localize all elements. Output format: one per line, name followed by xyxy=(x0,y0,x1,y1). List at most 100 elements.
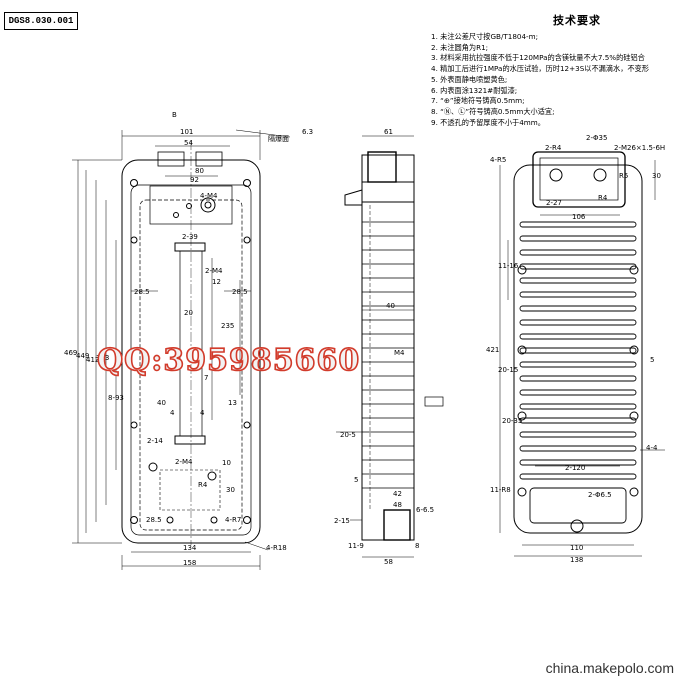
dim-28-5-bottom: 28.5 xyxy=(146,516,162,524)
rear-top-inner xyxy=(539,157,619,201)
dim-110: 110 xyxy=(570,544,583,552)
rear-top-box xyxy=(532,151,626,208)
dim-412: 412 xyxy=(86,356,99,364)
roughness-value: 6.3 xyxy=(302,128,313,136)
dim-2-r4: 2-R4 xyxy=(545,144,562,152)
dim-449: 449 xyxy=(76,352,89,360)
dim-side-m4: M4 xyxy=(394,349,405,357)
side-top-boss xyxy=(367,151,397,183)
dim-4-4: 4-4 xyxy=(646,444,658,452)
dim-54: 54 xyxy=(184,139,193,147)
section-mark: B xyxy=(172,111,177,119)
dim-m26: 2-M26×1.5-6H xyxy=(614,144,665,152)
side-view xyxy=(336,135,444,558)
side-lug xyxy=(344,189,363,206)
qq-watermark: QQ:395985660 xyxy=(96,342,361,379)
dim-20: 20 xyxy=(184,309,193,317)
terminal-screw xyxy=(173,212,179,218)
mounting-holes xyxy=(130,179,251,524)
dim-8-93: 8-93 xyxy=(108,394,124,402)
rear-dimension-lines xyxy=(499,160,665,557)
terminal-hole xyxy=(200,197,216,213)
side-dimension-lines xyxy=(336,135,414,558)
dim-101: 101 xyxy=(180,128,193,136)
dim-11-16: 11-16 xyxy=(498,262,519,270)
rear-bottom-frame xyxy=(529,487,627,524)
requirement-item: 9. 不透孔的予留厚度不小于4mm。 xyxy=(431,117,545,127)
rear-bolt-holes xyxy=(517,265,639,497)
dim-421: 421 xyxy=(486,346,499,354)
dim-2-120: 2-120 xyxy=(565,464,585,472)
dim-30-rear: 30 xyxy=(652,172,661,180)
dim-13: 13 xyxy=(228,399,237,407)
dim-92: 92 xyxy=(190,176,199,184)
dim-158: 158 xyxy=(183,559,196,567)
dim-7: 7 xyxy=(204,374,208,382)
dim-4-m4: 4-M4 xyxy=(200,192,218,200)
dim-4b: 4 xyxy=(200,409,205,417)
dim-20-15: 20-15 xyxy=(498,366,518,374)
dim-4-r5: 4-R5 xyxy=(490,156,506,164)
dim-469: 469 xyxy=(64,349,77,357)
dim-4-r18: 4-R18 xyxy=(266,544,287,552)
side-bottom-boss xyxy=(383,509,411,541)
tech-requirements-list: 1. 未注公差尺寸按GB/T1804-m; 2. 未注圆角为R1; 3. 材料采… xyxy=(431,32,680,128)
requirement-item: 6. 内表面涂1321#耐弧漆; xyxy=(431,85,518,95)
dim-42: 42 xyxy=(393,490,402,498)
explosion-surface-label: 隔爆面 xyxy=(268,134,289,143)
dim-right-28-5: 28.5 xyxy=(232,288,248,296)
requirement-item: 5. 外表面静电喷塑黄色; xyxy=(431,74,508,84)
source-watermark: china.makepolo.com xyxy=(545,660,674,676)
terminal-screw xyxy=(186,203,192,209)
requirement-item: 3. 材料采用抗拉强度不低于120MPa的含镁钛量不大7.5%的硅铝合 xyxy=(431,53,645,63)
dim-20-5: 20-5 xyxy=(340,431,356,439)
dim-4-r7: 4-R7 xyxy=(225,516,241,524)
dim-2-m4: 2-M4 xyxy=(205,267,223,275)
dim-2-27: 2-27 xyxy=(546,199,562,207)
dim-6-6-5: 6-6.5 xyxy=(416,506,434,514)
front-dimension-lines xyxy=(72,129,291,570)
requirement-item: 2. 未注圆角为R1; xyxy=(431,42,489,52)
dim-2-phi6-5: 2-Φ6.5 xyxy=(588,491,612,499)
gland-hole xyxy=(593,168,607,182)
dim-106: 106 xyxy=(572,213,586,221)
dim-side-40: 40 xyxy=(386,302,395,310)
dim-2-m4-bottom: 2-M4 xyxy=(175,458,193,466)
requirement-item: 7. “⊕”接地符号铸高0.5mm; xyxy=(431,96,525,106)
dim-2-39: 2-39 xyxy=(182,233,198,241)
rear-view xyxy=(499,151,665,557)
dim-80: 80 xyxy=(195,167,204,175)
dim-r4-rear: R4 xyxy=(598,194,608,202)
side-fins xyxy=(362,221,414,489)
dim-134: 134 xyxy=(183,544,197,552)
dim-2-phi35: 2-Φ35 xyxy=(586,134,607,142)
dim-8: 8 xyxy=(415,542,419,550)
dim-138: 138 xyxy=(570,556,583,564)
terminal-hole-inner xyxy=(204,201,212,209)
bottom-boss xyxy=(159,469,221,511)
dim-61: 61 xyxy=(384,128,393,136)
dim-5-rear: 5 xyxy=(650,356,654,364)
ground-symbol-box xyxy=(424,396,444,407)
dim-left-28-5: 28.5 xyxy=(134,288,150,296)
lower-slot xyxy=(174,435,206,445)
gland-hole xyxy=(549,168,563,182)
rear-outer-outline xyxy=(513,164,643,534)
rear-fins xyxy=(519,221,637,480)
top-boss-left xyxy=(157,151,185,167)
dim-2-14: 2-14 xyxy=(147,437,163,445)
requirement-item: 1. 未注公差尺寸按GB/T1804-m; xyxy=(431,32,539,41)
dim-11-9: 11-9 xyxy=(348,542,364,550)
drawing-number-box: DGS8.030.001 xyxy=(4,12,78,30)
side-flange xyxy=(361,181,415,203)
top-boss-right xyxy=(195,151,223,167)
dim-r4: R4 xyxy=(198,481,208,489)
dim-12: 12 xyxy=(212,278,221,286)
dim-48: 48 xyxy=(393,501,402,509)
dim-20-35: 20-35 xyxy=(502,417,522,425)
dim-10: 10 xyxy=(222,459,231,467)
front-view xyxy=(72,129,291,570)
requirement-item: 8. “Ⓝ、Ⓛ”符号铸高0.5mm大小适宜; xyxy=(431,106,555,116)
dim-4: 4 xyxy=(170,409,175,417)
